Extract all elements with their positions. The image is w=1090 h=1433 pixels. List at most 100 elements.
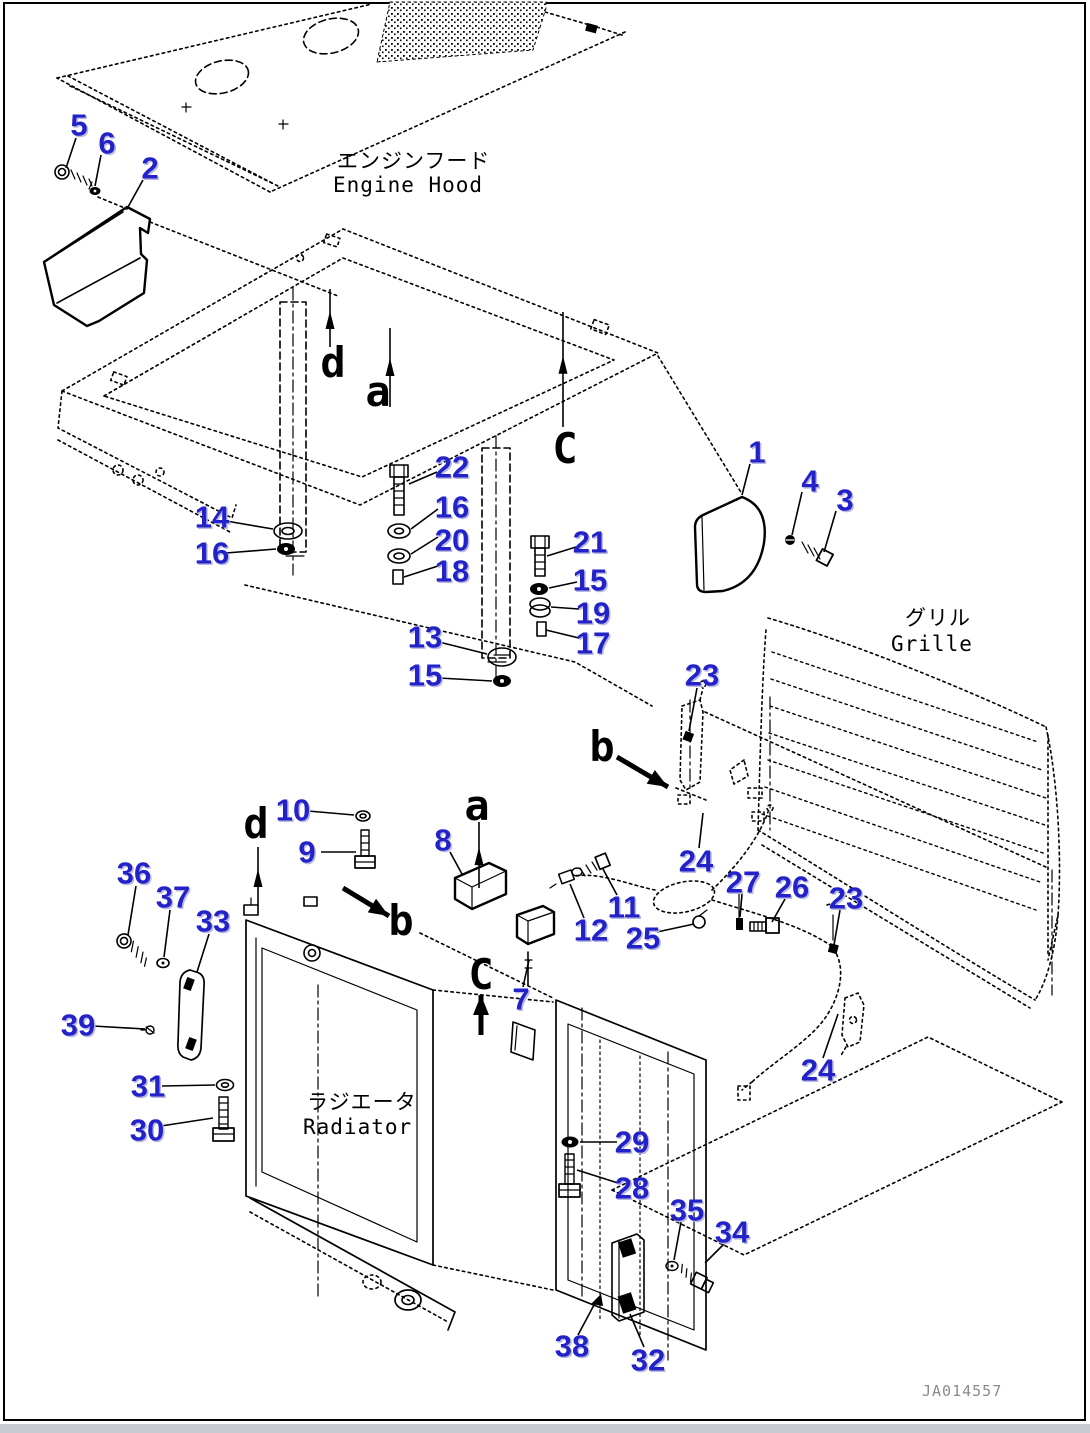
radiator-drawing — [243, 896, 707, 1361]
callout-27: 27 — [725, 864, 761, 900]
callout-10: 10 — [275, 792, 311, 828]
callout-7: 7 — [512, 981, 530, 1017]
leader-line-14 — [225, 520, 274, 530]
leader-line-10 — [307, 810, 355, 816]
callout-9: 9 — [298, 834, 316, 870]
leader-line-1 — [741, 463, 751, 496]
leader-line-32 — [629, 1313, 645, 1348]
leader-line-18 — [403, 565, 439, 578]
leader-line-17 — [545, 629, 580, 639]
view-letter-b: b — [589, 722, 615, 771]
label-engine-hood-en: Engine Hood — [333, 173, 484, 197]
small-parts-left — [116, 933, 235, 1142]
bracket-part-2 — [42, 196, 339, 328]
leader-line-3 — [823, 510, 837, 553]
small-parts-bottom — [558, 1136, 715, 1322]
callout-36: 36 — [116, 855, 152, 891]
leader-line-23 — [833, 909, 841, 946]
leader-line-36 — [127, 885, 137, 936]
view-letter-C: C — [552, 424, 578, 473]
leader-line-15 — [438, 677, 493, 682]
leader-line-26 — [771, 898, 786, 923]
leader-line-20 — [410, 536, 439, 555]
cover-part-1 — [693, 495, 835, 594]
callout-17: 17 — [575, 625, 611, 661]
callout-2: 2 — [141, 150, 159, 186]
leader-line-24 — [822, 1013, 839, 1059]
leader-line-37 — [163, 909, 171, 958]
leader-line-25 — [656, 923, 695, 933]
view-arrow-C — [473, 995, 489, 1035]
callout-18: 18 — [434, 553, 470, 589]
engine-hood-drawing — [56, 1, 626, 193]
callout-16: 16 — [194, 535, 230, 571]
leader-line-35 — [673, 1221, 682, 1261]
view-letter-d: d — [320, 338, 346, 387]
callout-35: 35 — [669, 1192, 705, 1228]
callout-14: 14 — [194, 499, 230, 535]
leader-line-24 — [698, 812, 704, 849]
callout-37: 37 — [155, 879, 191, 915]
leader-line-27 — [739, 893, 743, 918]
label-grille-jp: グリル — [905, 606, 971, 630]
label-grille-en: Grille — [891, 632, 973, 656]
leader-line-34 — [704, 1242, 726, 1264]
label-engine-hood-jp: エンジンフード — [337, 149, 491, 173]
leader-line-11 — [602, 868, 618, 896]
leader-line-21 — [546, 546, 577, 557]
callout-3: 3 — [836, 482, 854, 518]
view-arrow-d — [253, 847, 263, 905]
leader-line-7 — [522, 959, 530, 988]
callout-24: 24 — [678, 843, 714, 879]
callout-34: 34 — [714, 1214, 750, 1250]
leader-line-4 — [791, 491, 803, 536]
callout-29: 29 — [614, 1124, 650, 1160]
callout-23: 23 — [828, 880, 864, 916]
leader-line-15 — [548, 581, 578, 589]
callout-23: 23 — [684, 657, 720, 693]
callout-20: 20 — [434, 522, 470, 558]
callout-33: 33 — [195, 903, 231, 939]
callout-5: 5 — [70, 107, 88, 143]
mount-hardware — [273, 464, 551, 687]
callout-38: 38 — [554, 1328, 590, 1364]
callout-19: 19 — [575, 595, 611, 631]
callout-12: 12 — [573, 912, 609, 948]
view-arrow-C — [558, 312, 568, 427]
callout-8: 8 — [434, 822, 452, 858]
callout-26: 26 — [774, 869, 810, 905]
leader-line-2 — [127, 179, 144, 208]
leader-line-30 — [160, 1117, 214, 1127]
callout-1: 1 — [748, 434, 766, 470]
callout-31: 31 — [130, 1068, 166, 1104]
grille-drawing — [729, 617, 1061, 1009]
leader-line-5 — [65, 137, 77, 169]
callout-30: 30 — [129, 1112, 165, 1148]
leader-line-39 — [92, 1025, 146, 1030]
view-letter-a: a — [365, 367, 391, 416]
view-arrow-a — [474, 822, 484, 888]
leader-line-8 — [449, 851, 463, 875]
leader-line-31 — [161, 1084, 216, 1087]
hood-frame-drawing — [57, 228, 1049, 869]
callout-24: 24 — [800, 1052, 836, 1088]
view-letter-d: d — [243, 799, 269, 848]
label-radiator-jp: ラジエータ — [307, 1090, 417, 1114]
callout-21: 21 — [572, 524, 608, 560]
view-letter-a: a — [464, 781, 490, 830]
callout-15: 15 — [572, 562, 608, 598]
leader-line-19 — [550, 606, 580, 610]
callout-6: 6 — [98, 125, 116, 161]
view-letter-C: C — [468, 950, 494, 999]
callout-4: 4 — [801, 463, 819, 499]
leader-line-13 — [438, 641, 488, 655]
leader-line-22 — [408, 471, 438, 485]
leader-line-23 — [688, 687, 698, 732]
leader-line-16 — [225, 548, 277, 554]
leader-line-38 — [577, 1304, 595, 1336]
label-radiator-en: Radiator — [303, 1115, 413, 1139]
